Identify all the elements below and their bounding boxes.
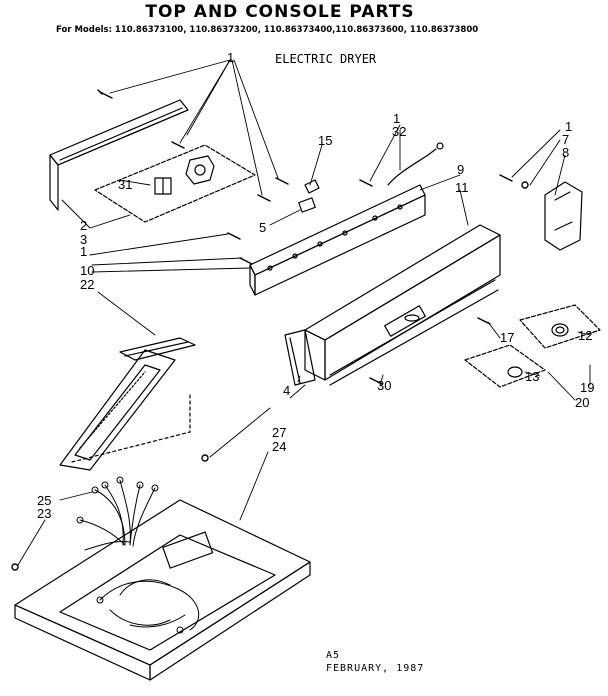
callout-19: 19 [580,380,594,395]
callout-23: 23 [37,506,51,521]
callout-10: 10 [80,263,94,278]
switch-mounting-plate [94,144,256,223]
leader-lines [17,59,591,566]
selector-knob-area [464,344,546,388]
callout-9: 9 [457,162,464,177]
callout-31: 31 [118,177,132,192]
switch-rail [249,184,426,296]
rear-trim-bracket [49,99,189,211]
callout-2: 2 [80,218,87,233]
callout-20: 20 [575,395,589,410]
callout-1: 1 [565,119,572,134]
callout-27: 27 [272,425,286,440]
callout-25: 25 [37,493,51,508]
callout-17: 17 [500,330,514,345]
callout-13: 13 [525,369,539,384]
wiring-harness [76,476,200,634]
page-title: TOP AND CONSOLE PARTS [145,2,415,22]
footer-date: FEBRUARY, 1987 [326,663,425,674]
screws [11,89,529,571]
diagram-subtitle: ELECTRIC DRYER [275,52,377,66]
console-end-cap [284,329,316,386]
callout-12: 12 [578,328,592,343]
console-body [304,224,501,386]
callout-1: 1 [80,244,87,259]
callout-15: 15 [318,133,332,148]
callout-1: 1 [227,50,234,65]
callout-1: 1 [393,111,400,126]
callout-22: 22 [80,277,94,292]
models-line: For Models: 110.86373100, 110.86373200, … [56,25,479,35]
lint-screen-cover [119,337,196,361]
right-end-cap [544,181,583,251]
callout-8: 8 [562,145,569,160]
footer-code: A5 [326,650,341,661]
vent-guide-line [71,431,191,463]
callout-4: 4 [283,383,290,398]
callout-7: 7 [562,132,569,147]
top-panel [14,499,311,681]
callout-labels: 1 1 1 1 2 3 4 5 7 8 9 10 11 12 13 15 17 … [37,50,594,521]
callout-32: 32 [392,124,406,139]
callout-11: 11 [455,180,469,195]
small-components [298,142,444,213]
callout-5: 5 [259,220,266,235]
vent-frame [59,349,176,471]
callout-3: 3 [80,232,87,247]
timer-knob-area [519,304,601,349]
callout-30: 30 [377,378,391,393]
callout-24: 24 [272,439,286,454]
